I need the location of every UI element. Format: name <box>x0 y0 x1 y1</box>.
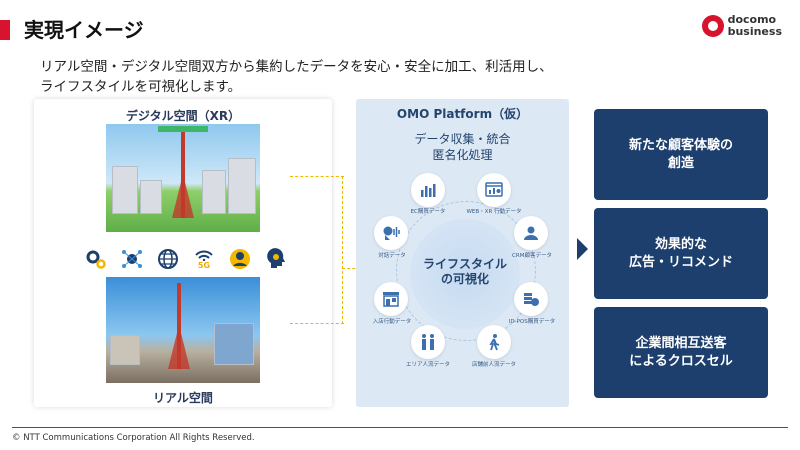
building <box>140 180 162 214</box>
center-line1: ライフスタイル <box>422 257 507 271</box>
building <box>228 158 256 214</box>
lifestyle-visualization-label: ライフスタイル の可視化 <box>410 257 520 287</box>
connector-vertical <box>342 176 343 324</box>
globe-icon <box>156 247 180 271</box>
node-dialogue <box>374 216 408 250</box>
people-icon <box>422 334 434 350</box>
building <box>112 166 138 214</box>
node-web-xr <box>477 173 511 207</box>
node-label: ID-POS購買データ <box>508 319 556 325</box>
center-line2: の可視化 <box>440 272 489 286</box>
building <box>202 170 226 214</box>
center-glow <box>410 219 520 329</box>
tv-tower <box>168 283 190 369</box>
node-label: エリア人流データ <box>405 362 450 368</box>
virtual-city-image <box>106 124 260 232</box>
node-label: WEB・XR 行動データ <box>466 209 522 215</box>
footer-divider <box>12 427 788 428</box>
node-label: 店舗前人流データ <box>471 362 516 368</box>
vr-banner <box>158 126 208 132</box>
outcome-advertising: 効果的な 広告・リコメンド <box>594 208 768 299</box>
node-ec-purchase <box>411 173 445 207</box>
real-city-image <box>106 277 260 383</box>
space-panel: デジタル空間（XR） 5G リアル空間 <box>34 99 332 407</box>
flow-arrow <box>577 238 588 260</box>
docomo-logo-icon <box>701 15 724 37</box>
building <box>214 323 254 365</box>
subtitle-line2: ライフスタイルを可視化します。 <box>40 79 242 95</box>
docomo-business-logo: docomo business <box>701 14 782 38</box>
walking-person-icon <box>489 334 500 351</box>
user-icon <box>228 247 252 271</box>
page-subtitle: リアル空間・デジタル空間双方から集約したデータを安心・安全に加工、利活用し、 ラ… <box>40 57 660 97</box>
outcome-line: 創造 <box>667 155 694 171</box>
copyright-footer: © NTT Communications Corporation All Rig… <box>12 433 255 443</box>
node-label: 対話データ <box>378 253 406 259</box>
customer-icon <box>524 226 538 240</box>
connector-bottom <box>290 323 344 324</box>
data-ring <box>396 201 536 341</box>
store-icon <box>383 292 399 307</box>
subtitle-line1: リアル空間・デジタル空間双方から集約したデータを安心・安全に加工、利活用し、 <box>40 59 553 75</box>
gears-icon <box>84 247 108 271</box>
coins-yen-icon <box>524 293 539 306</box>
page-title: 実現イメージ <box>24 18 144 42</box>
node-id-pos <box>514 282 548 316</box>
tv-tower <box>172 132 194 218</box>
node-crm <box>514 216 548 250</box>
outcome-cross-sell: 企業間相互送客 によるクロスセル <box>594 307 768 398</box>
node-label: 入店行動データ <box>372 319 412 325</box>
network-icon <box>120 247 144 271</box>
logo-line2: business <box>727 25 782 38</box>
outcome-line: によるクロスセル <box>629 353 733 369</box>
outcome-line: 効果的な <box>654 236 707 252</box>
wifi-5g-icon: 5G <box>192 247 216 271</box>
outcome-line: 新たな顧客体験の <box>628 137 733 153</box>
platform-title: OMO Platform（仮） <box>396 107 529 121</box>
outcome-line: 企業間相互送客 <box>635 335 727 351</box>
outcome-line: 広告・リコメンド <box>628 254 733 270</box>
digital-space-label: デジタル空間（XR） <box>125 109 241 123</box>
real-space-label: リアル空間 <box>153 391 213 405</box>
technology-icon-row: 5G <box>84 247 288 271</box>
5g-text: 5G <box>197 260 211 270</box>
node-storefront-flow <box>477 325 511 359</box>
node-label: EC購買データ <box>410 209 446 215</box>
connector-top <box>290 176 344 177</box>
node-label: CRM顧客データ <box>512 253 552 259</box>
bar-chart-icon <box>421 184 436 197</box>
platform-sub-line2: 匿名化処理 <box>432 148 493 162</box>
node-store-entry <box>374 282 408 316</box>
brain-gear-icon <box>264 247 288 271</box>
platform-sub-line1: データ収集・統合 <box>414 132 511 146</box>
title-accent-bar <box>0 20 10 40</box>
logo-line1: docomo <box>727 13 777 26</box>
logo-text: docomo business <box>728 14 782 38</box>
platform-subtitle: データ収集・統合 匿名化処理 <box>356 131 569 163</box>
node-area-flow <box>411 325 445 359</box>
building <box>110 335 140 365</box>
voice-icon <box>383 226 400 240</box>
outcome-customer-experience: 新たな顧客体験の 創造 <box>594 109 768 200</box>
web-analytics-icon <box>485 182 503 197</box>
omo-platform-panel: OMO Platform（仮） データ収集・統合 匿名化処理 ライフスタイル の… <box>356 99 569 407</box>
